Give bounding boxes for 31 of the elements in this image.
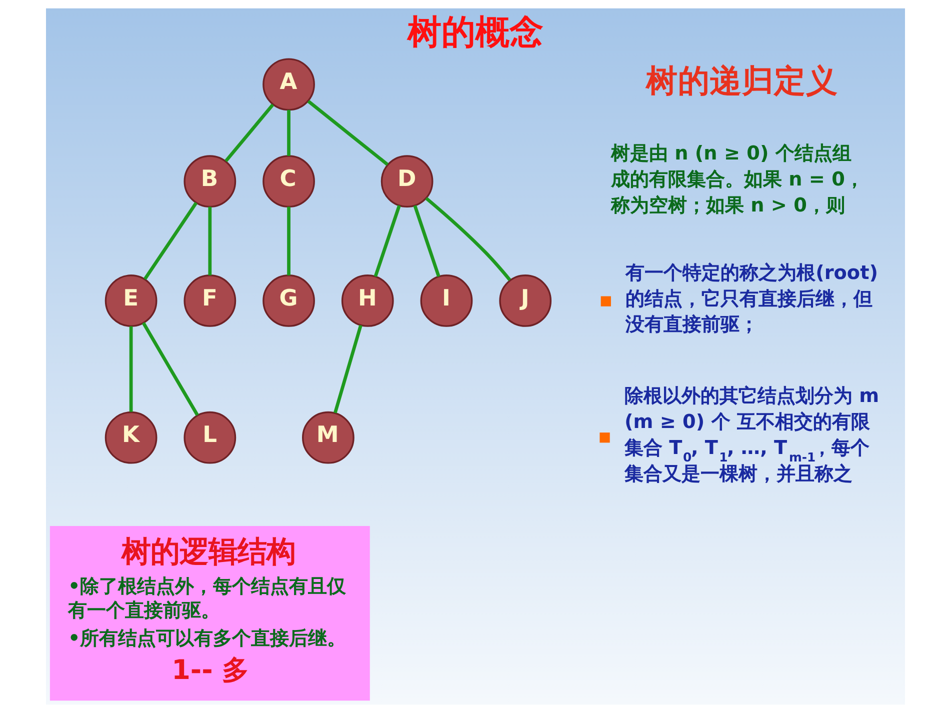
connector — [373, 205, 400, 278]
node-circle: F — [183, 274, 236, 327]
connector — [208, 206, 212, 276]
node-circle: J — [498, 274, 552, 327]
connector — [286, 110, 290, 156]
node-circle: K — [104, 411, 157, 464]
connector — [333, 324, 362, 414]
label: 树的递归定义 — [645, 64, 838, 100]
connector — [128, 326, 132, 412]
node-circle: I — [420, 274, 472, 327]
node-circle: H — [340, 274, 394, 327]
node-circle: G — [262, 274, 314, 327]
connector — [424, 196, 511, 282]
label: 除根以外的其它结点划分为 m (m ≥ 0) 个 互不相交的有限集合 T$_{0}$, T$_{1}$, …, T$_{m-1}$，每个集合又是一棵树，并且称之 — [624, 384, 879, 485]
connector — [306, 100, 388, 166]
diagram-title: 树的概念 — [406, 12, 543, 52]
node-circle: M — [302, 411, 354, 464]
connector — [224, 104, 274, 162]
node-circle: C — [262, 155, 314, 208]
label: 树是由 n (n ≥ 0) 个结点组成的有限集合。如果 n = 0，称为空树；如果 n > 0，则 — [610, 141, 864, 216]
node-circle: D — [380, 155, 433, 208]
node-circle: L — [183, 411, 236, 464]
node-circle: B — [183, 155, 236, 208]
connector — [143, 202, 198, 280]
connector — [286, 206, 290, 276]
node-circle: E — [104, 274, 157, 327]
node-circle: A — [262, 58, 314, 111]
connector — [141, 322, 198, 416]
node-box: 树的逻辑结构 •除了根结点外，每个结点有且仅有一个直接前驱。 •所有结点可以有多个直接后继。 1-- 多 — [49, 526, 370, 701]
label: 有一个特定的称之为根(root) 的结点，它只有直接后继，但没有直接前驱； — [625, 260, 878, 336]
connector — [412, 205, 440, 278]
